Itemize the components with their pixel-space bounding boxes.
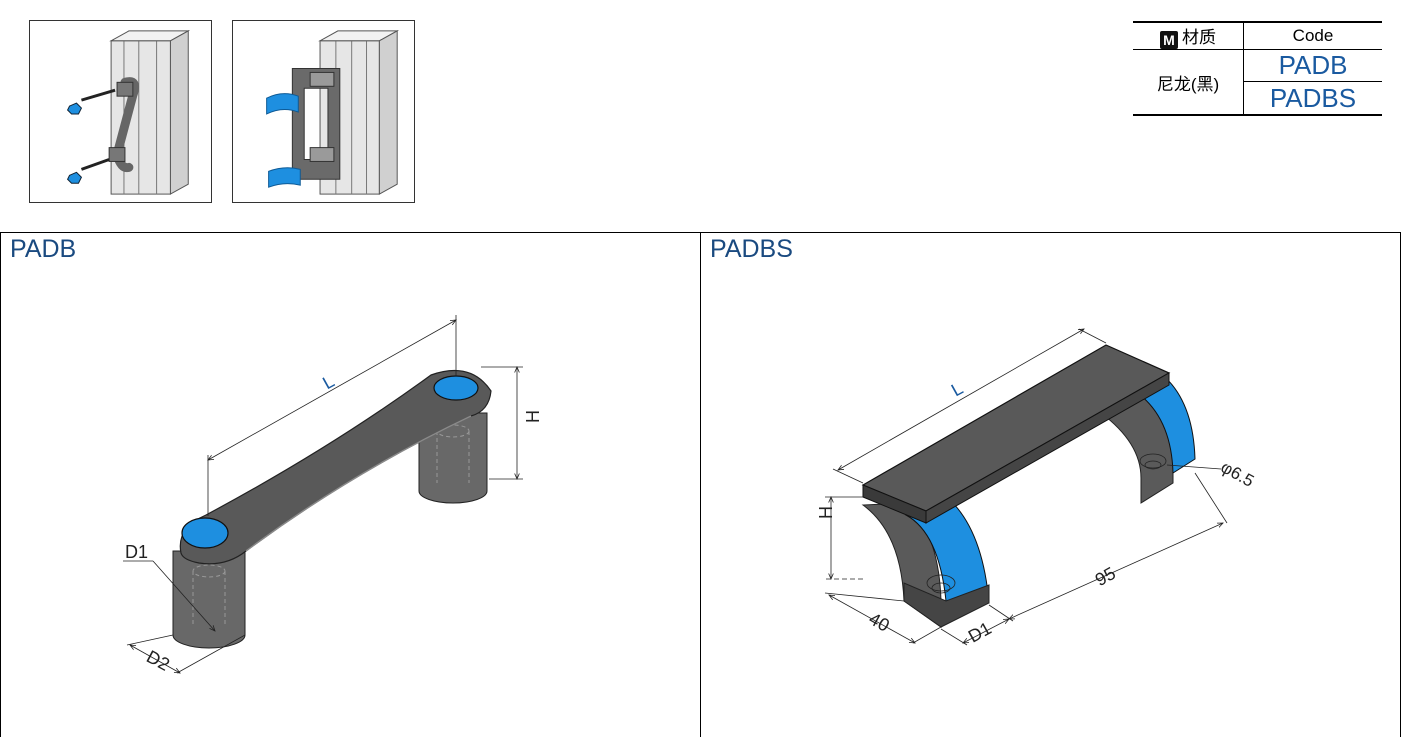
padb-dimension-drawing: L H D1 D2 (123, 315, 543, 675)
padb-dim-length: L (319, 371, 337, 393)
padbs-dim-pitch: 95 (1092, 563, 1119, 590)
padbs-dimension-drawing: L H 40 D1 95 φ6.5 (816, 233, 1258, 647)
panel-title-padbs: PADBS (710, 235, 793, 263)
padbs-dim-length: L (948, 378, 966, 400)
padb-cap-right (433, 375, 479, 401)
padbs-dim-hole: φ6.5 (1218, 457, 1258, 490)
panel-title-padb: PADB (10, 235, 77, 263)
padb-cap-left (181, 517, 229, 549)
material-value: 尼龙(黑) (1133, 49, 1244, 116)
code-padb: PADB (1243, 49, 1382, 83)
padb-assembly-illustration (66, 30, 191, 195)
padb-dim-d2: D2 (143, 646, 173, 674)
padbs-assembly-illustration (266, 30, 400, 195)
material-icon: M (1160, 31, 1178, 49)
assembly-thumbnail-padb (29, 20, 212, 203)
padb-dim-height: H (523, 410, 543, 423)
padbs-dim-d1: D1 (965, 618, 995, 647)
padb-dim-d1: D1 (125, 542, 148, 562)
padb-drawing-panel: PADB L (0, 232, 701, 737)
padb-left-leg (172, 550, 246, 649)
code-padbs: PADBS (1243, 81, 1382, 117)
padbs-dim-height: H (816, 506, 836, 519)
padbs-dim-width: 40 (866, 609, 893, 636)
material-header-label: 材质 (1182, 28, 1216, 47)
assembly-thumbnail-padbs (232, 20, 415, 203)
code-header: Code (1243, 21, 1382, 50)
padbs-drawing-panel: PADBS L (701, 232, 1401, 737)
padbs-front-leg (861, 500, 990, 628)
